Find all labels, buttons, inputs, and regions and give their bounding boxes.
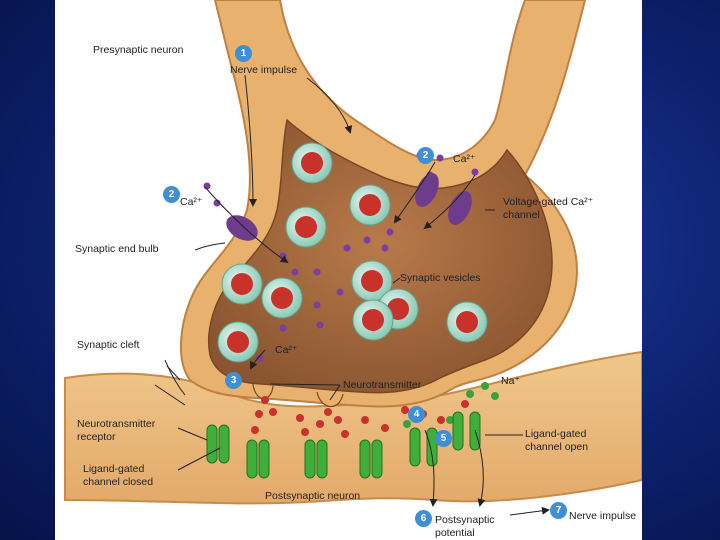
step-badge-6: 6 xyxy=(415,510,432,527)
sodium-ions xyxy=(403,382,499,428)
label-nt-receptor-line2: receptor xyxy=(77,431,116,443)
cleft-tick xyxy=(166,365,181,381)
vesicle xyxy=(446,301,488,343)
label-voltage-gated-line2: channel xyxy=(503,209,540,221)
figure-panel: 1 2 2 3 4 5 6 7 Presynaptic neuron Nerve… xyxy=(55,0,642,540)
label-ca-left: Ca²⁺ xyxy=(180,196,203,208)
vesicle xyxy=(217,321,259,363)
synapse-diagram xyxy=(64,0,642,516)
label-ca-top: Ca²⁺ xyxy=(453,153,476,165)
step-badge-4: 4 xyxy=(408,406,425,423)
label-synaptic-cleft: Synaptic cleft xyxy=(77,339,140,351)
label-synaptic-end-bulb: Synaptic end bulb xyxy=(75,243,159,255)
label-lg-open-line2: channel open xyxy=(525,441,589,453)
ligand-gated-channel-open xyxy=(409,411,481,467)
vesicle xyxy=(261,277,303,319)
step-badge-3: 3 xyxy=(225,372,242,389)
label-postsynaptic-potential-line1: Postsynaptic xyxy=(435,514,495,526)
synaptic-vesicles xyxy=(217,142,488,363)
ligand-gated-channel-closed xyxy=(206,424,383,479)
voltage-gated-ca-channel xyxy=(226,215,258,241)
label-lg-open-line1: Ligand-gated xyxy=(525,428,587,440)
leader-lines xyxy=(154,74,550,516)
label-lg-closed-line2: channel closed xyxy=(83,476,154,488)
label-ca-bottom: Ca²⁺ xyxy=(275,344,298,356)
vesicle xyxy=(351,260,393,302)
voltage-gated-ca-channel xyxy=(448,191,472,225)
step-badge-2a: 2 xyxy=(417,147,434,164)
label-postsynaptic-neuron: Postsynaptic neuron xyxy=(265,490,361,502)
label-presynaptic-neuron: Presynaptic neuron xyxy=(93,44,184,56)
vesicle xyxy=(221,263,263,305)
label-nerve-impulse: Nerve impulse xyxy=(230,64,298,76)
vesicle xyxy=(349,184,391,226)
label-postsynaptic-potential-line2: potential xyxy=(435,527,475,539)
label-synaptic-vesicles: Synaptic vesicles xyxy=(400,272,481,284)
vesicle xyxy=(291,142,333,184)
step-badge-2b: 2 xyxy=(163,186,180,203)
step-badge-7: 7 xyxy=(550,502,567,519)
label-lg-closed-line1: Ligand-gated xyxy=(83,463,145,475)
step-badge-1: 1 xyxy=(235,45,252,62)
vesicle xyxy=(285,206,327,248)
step-badge-5: 5 xyxy=(435,430,452,447)
vesicle xyxy=(352,299,394,341)
label-na: Na⁺ xyxy=(501,375,520,387)
voltage-gated-ca-channel xyxy=(415,173,439,207)
label-voltage-gated-line1: Voltage-gated Ca²⁺ xyxy=(503,196,594,208)
label-nerve-impulse-out: Nerve impulse xyxy=(569,510,637,522)
label-neurotransmitter: Neurotransmitter xyxy=(343,379,422,391)
label-nt-receptor-line1: Neurotransmitter xyxy=(77,418,156,430)
